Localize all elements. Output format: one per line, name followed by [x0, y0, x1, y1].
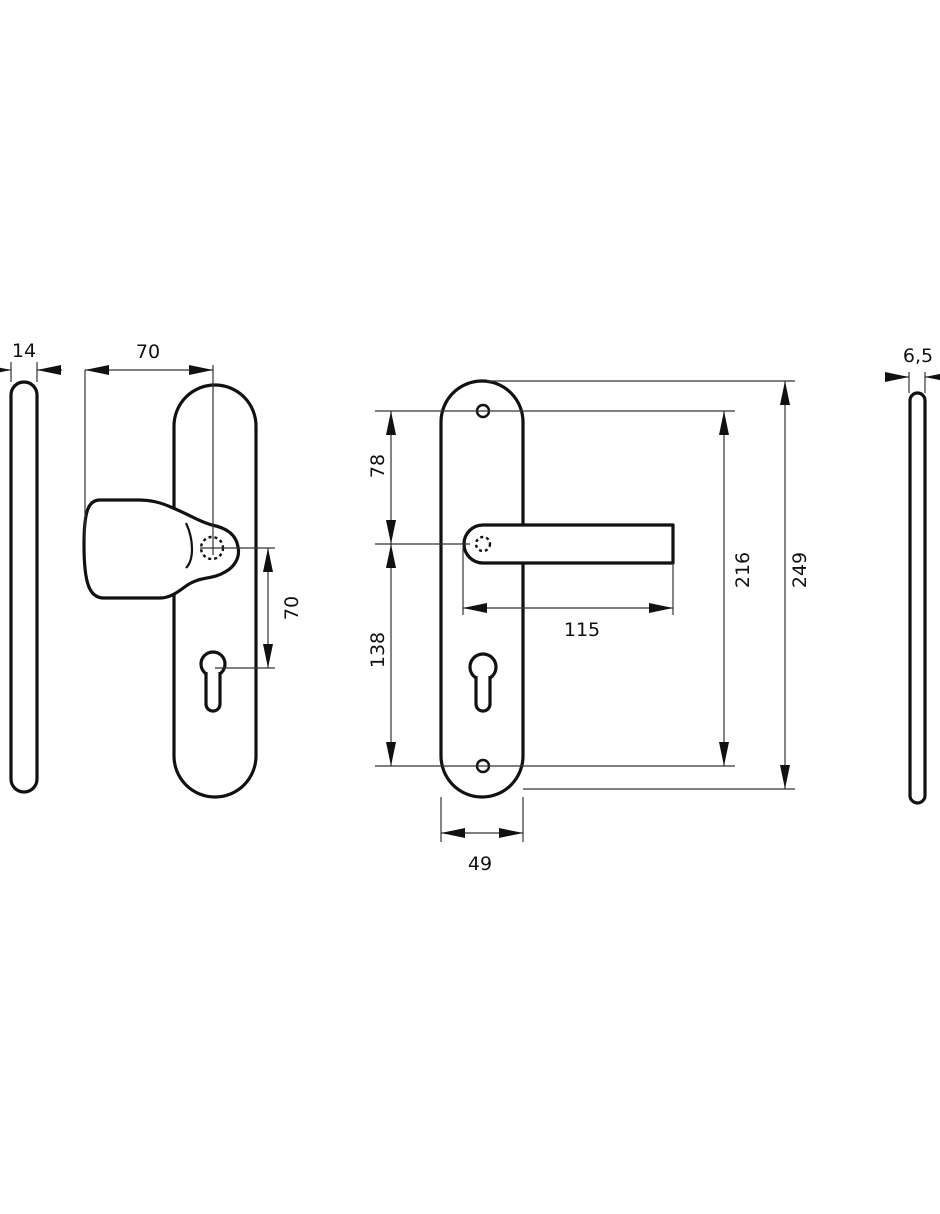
knob-plate-view: 70 70 — [82, 341, 303, 799]
dim-hole-spacing: 216 — [732, 552, 754, 588]
keyhole-slot — [204, 672, 222, 713]
knob — [82, 498, 241, 600]
profile-outline — [9, 380, 39, 794]
side-profile-knob: 14 — [0, 340, 62, 794]
keyhole-slot — [474, 676, 492, 713]
lever-handle — [462, 523, 675, 565]
profile-outline — [908, 391, 927, 805]
side-profile-lever: 6,5 — [885, 345, 940, 805]
dim-top-hole-to-lever: 78 — [367, 454, 389, 478]
knob-rosette-edge — [185, 522, 194, 569]
dim-plate-width: 49 — [468, 853, 492, 875]
dim-knob-projection: 70 — [136, 341, 160, 363]
dim-plate-height: 249 — [789, 552, 811, 588]
lever-backplate — [439, 379, 525, 799]
dim-knob-to-keyhole: 70 — [281, 596, 303, 620]
dim-thickness-14: 14 — [12, 340, 36, 362]
dim-lever-length: 115 — [564, 619, 600, 641]
knob-backplate — [172, 383, 258, 799]
dim-thickness-6-5: 6,5 — [903, 345, 933, 367]
dim-lever-to-bottom-hole: 138 — [367, 632, 389, 668]
lever-plate-view: 78 138 115 216 249 49 — [367, 379, 811, 875]
lever-spindle-icon — [474, 535, 492, 553]
